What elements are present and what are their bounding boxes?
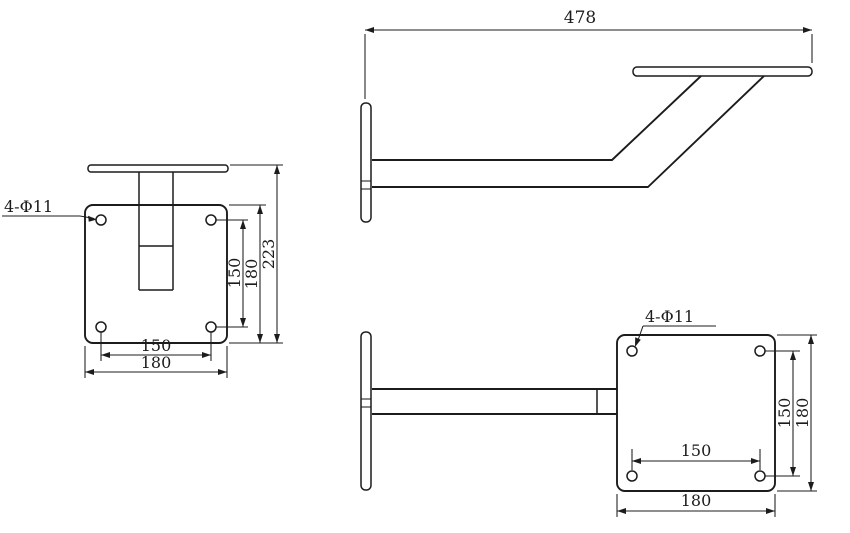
arrow-right-icon (766, 508, 775, 514)
arrow-left-icon (632, 458, 641, 464)
top-mounting-plate (616, 334, 776, 492)
side-view: 478 (360, 8, 813, 223)
top-part-outline (360, 331, 776, 492)
top-dim-hole-spacing-horizontal: 150 (632, 441, 760, 464)
arrow-down-icon (790, 467, 796, 476)
top-wall-plate (360, 331, 372, 491)
front-view: 4-Φ11 150 180 (2, 164, 283, 378)
plate-hole-bottom-right (205, 321, 217, 333)
plate-hole-top-right (205, 214, 217, 226)
front-dim-plate-height: 180 (242, 205, 263, 343)
dimension-value: 180 (242, 259, 261, 290)
dimension-value: 150 (225, 258, 244, 289)
arrow-down-icon (274, 334, 280, 343)
dimension-value: 180 (793, 398, 812, 429)
arrow-left-icon (85, 369, 94, 375)
plate-hole-top-left (626, 345, 638, 357)
side-dim-overall-length: 478 (364, 8, 813, 99)
top-hole-callout: 4-Φ11 (635, 307, 716, 347)
front-hole-callout: 4-Φ11 (2, 197, 97, 222)
plate-hole-top-left (95, 214, 107, 226)
plate-hole-top-right (754, 345, 766, 357)
side-arm-top-edge (372, 75, 702, 161)
arrow-left-icon (617, 508, 626, 514)
front-dim-plate-width: 180 (85, 353, 227, 375)
front-dim-hole-spacing-vertical: 150 (225, 220, 246, 327)
top-hole-callout-label: 4-Φ11 (645, 307, 694, 326)
front-mounting-plate (84, 204, 228, 344)
plate-hole-bottom-left (626, 470, 638, 482)
side-top-plate (632, 66, 813, 77)
arrow-down-icon (240, 318, 246, 327)
top-dim-plate-height: 180 (793, 335, 814, 491)
arrow-left-icon (101, 352, 110, 358)
front-part-outline (84, 164, 229, 344)
arrow-up-icon (790, 351, 796, 360)
front-hole-callout-label: 4-Φ11 (4, 197, 53, 216)
plate-hole-bottom-right (754, 470, 766, 482)
plate-hole-bottom-left (95, 321, 107, 333)
side-part-outline (360, 66, 813, 223)
arrow-up-icon (257, 205, 263, 214)
arrow-right-icon (202, 352, 211, 358)
side-wall-plate (360, 102, 372, 223)
arrow-right-icon (218, 369, 227, 375)
dimension-value: 150 (775, 398, 794, 429)
leader-arrow-icon (635, 337, 641, 347)
top-dim-hole-spacing-vertical: 150 (775, 351, 796, 476)
dimension-value: 180 (141, 353, 172, 372)
dimension-value: 150 (681, 441, 712, 460)
arrow-left-icon (365, 27, 374, 33)
arrow-up-icon (808, 335, 814, 344)
side-arm-bottom-edge (372, 75, 765, 188)
top-dim-plate-width: 180 (617, 491, 775, 514)
arrow-up-icon (240, 220, 246, 229)
arrow-down-icon (808, 482, 814, 491)
front-top-plate (87, 164, 229, 173)
dimension-value: 150 (141, 336, 172, 355)
dimension-value: 223 (259, 239, 278, 270)
front-dim-hole-spacing-horizontal: 150 (101, 336, 211, 358)
arrow-right-icon (803, 27, 812, 33)
front-dim-overall-height: 223 (259, 165, 280, 343)
dimension-value: 180 (681, 491, 712, 510)
top-extension-lines (616, 334, 817, 517)
top-view: 4-Φ11 150 180 (360, 307, 817, 517)
arrow-right-icon (751, 458, 760, 464)
leader-arrow-icon (88, 215, 97, 222)
arrow-up-icon (274, 165, 280, 174)
dimension-value: 478 (564, 8, 596, 28)
arrow-down-icon (257, 334, 263, 343)
